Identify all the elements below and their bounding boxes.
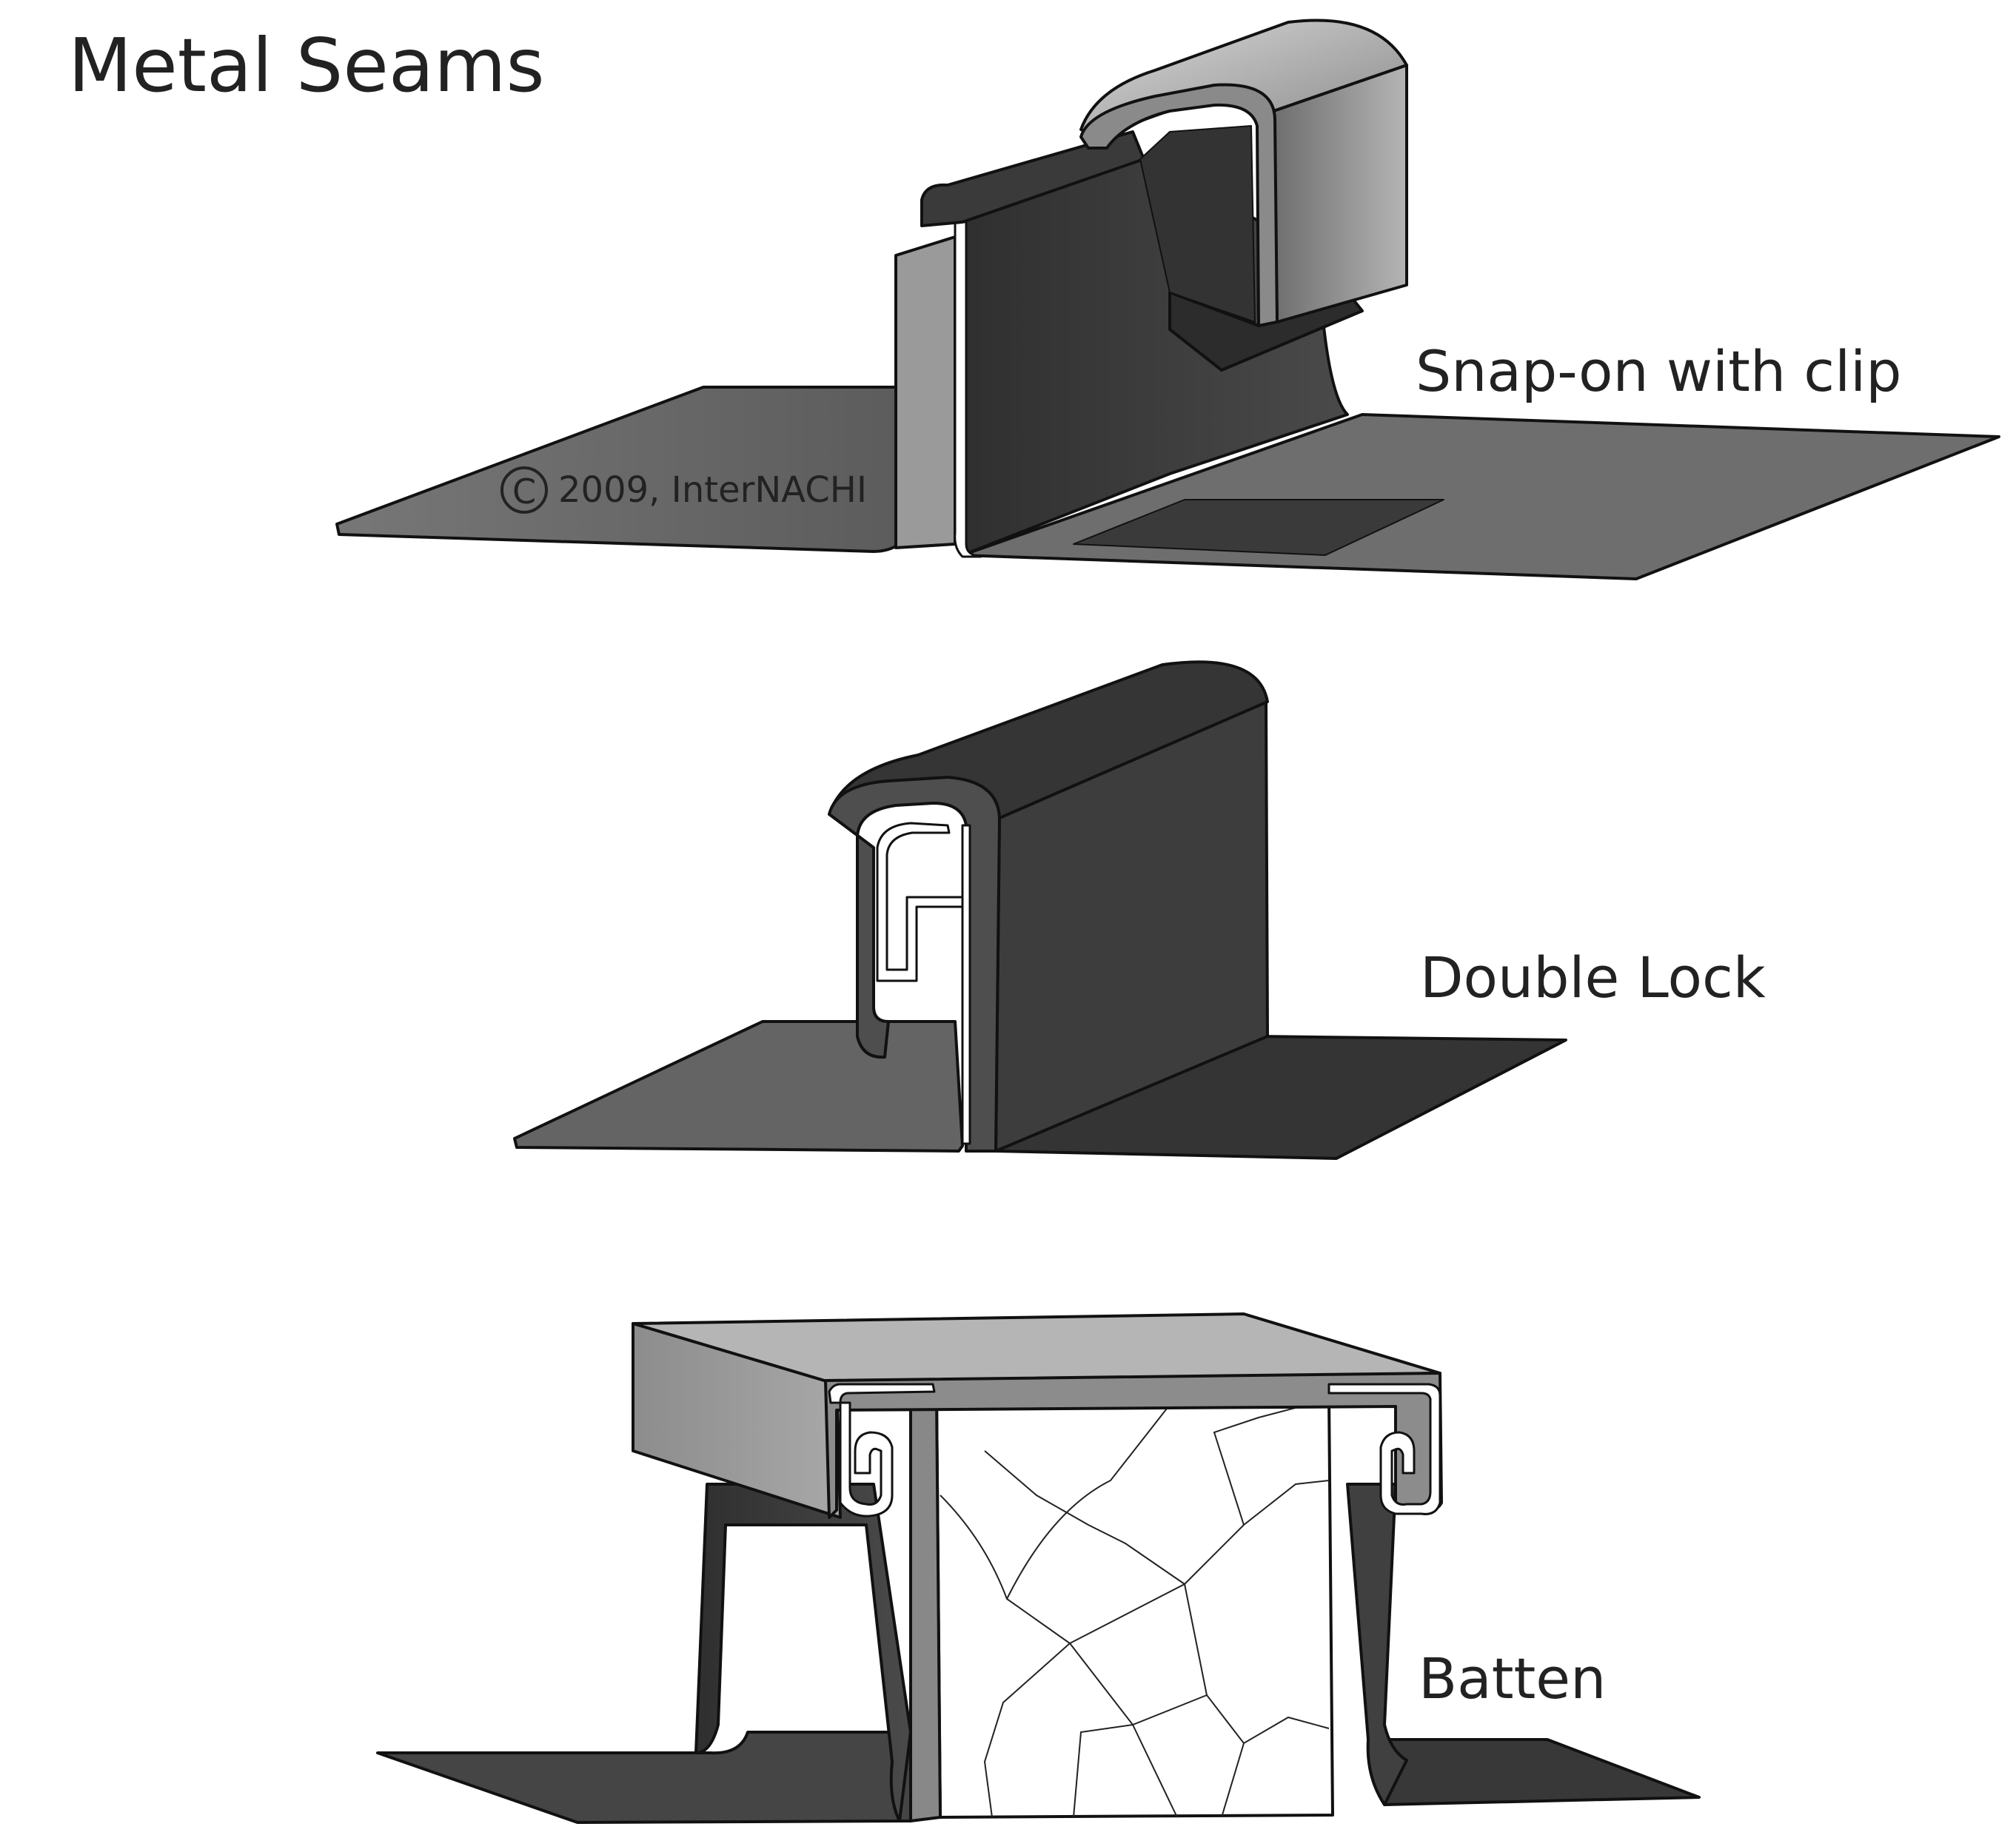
snap-on-clip-rail xyxy=(920,130,1145,227)
copyright-symbol xyxy=(500,466,548,514)
snap-on-cap-interior xyxy=(1139,125,1256,323)
double-lock-profile-outer xyxy=(828,776,1001,1153)
snap-on-copyright: C 2009, InterNACHI xyxy=(500,466,867,514)
batten-cap-front xyxy=(632,1322,842,1519)
batten-left-flange xyxy=(694,1483,912,1822)
batten-left-side-wall xyxy=(909,1394,942,1822)
snap-on-clip-foot xyxy=(1073,499,1444,556)
batten-left-hook xyxy=(828,1383,936,1517)
snap-on-rib-edge xyxy=(954,221,982,558)
snap-on-seam-illustration xyxy=(335,19,2000,580)
batten-right-hook xyxy=(1327,1383,1441,1515)
diagram-title: Metal Seams xyxy=(68,22,545,109)
double-lock-inner-hook xyxy=(876,822,964,982)
batten-right-flange xyxy=(1346,1483,1408,1806)
batten-wood-block xyxy=(935,1394,1334,1819)
double-lock-seam-illustration xyxy=(513,660,1567,1160)
seam-label-double-lock: Double Lock xyxy=(1420,945,1766,1010)
snap-on-cap-profile xyxy=(1079,83,1279,327)
double-lock-left-panel xyxy=(513,1020,964,1153)
seam-label-snap-on: Snap-on with clip xyxy=(1416,338,1902,404)
batten-right-panel xyxy=(1368,1738,1701,1806)
batten-left-panel xyxy=(376,1731,912,1824)
batten-seam-illustration xyxy=(376,1312,1701,1824)
seam-label-batten: Batten xyxy=(1419,1646,1606,1711)
copyright-text: 2009, InterNACHI xyxy=(558,469,867,511)
double-lock-outer-edge xyxy=(961,824,971,1145)
copyright-symbol-letter: C xyxy=(512,472,536,512)
snap-on-left-rib xyxy=(894,235,957,549)
